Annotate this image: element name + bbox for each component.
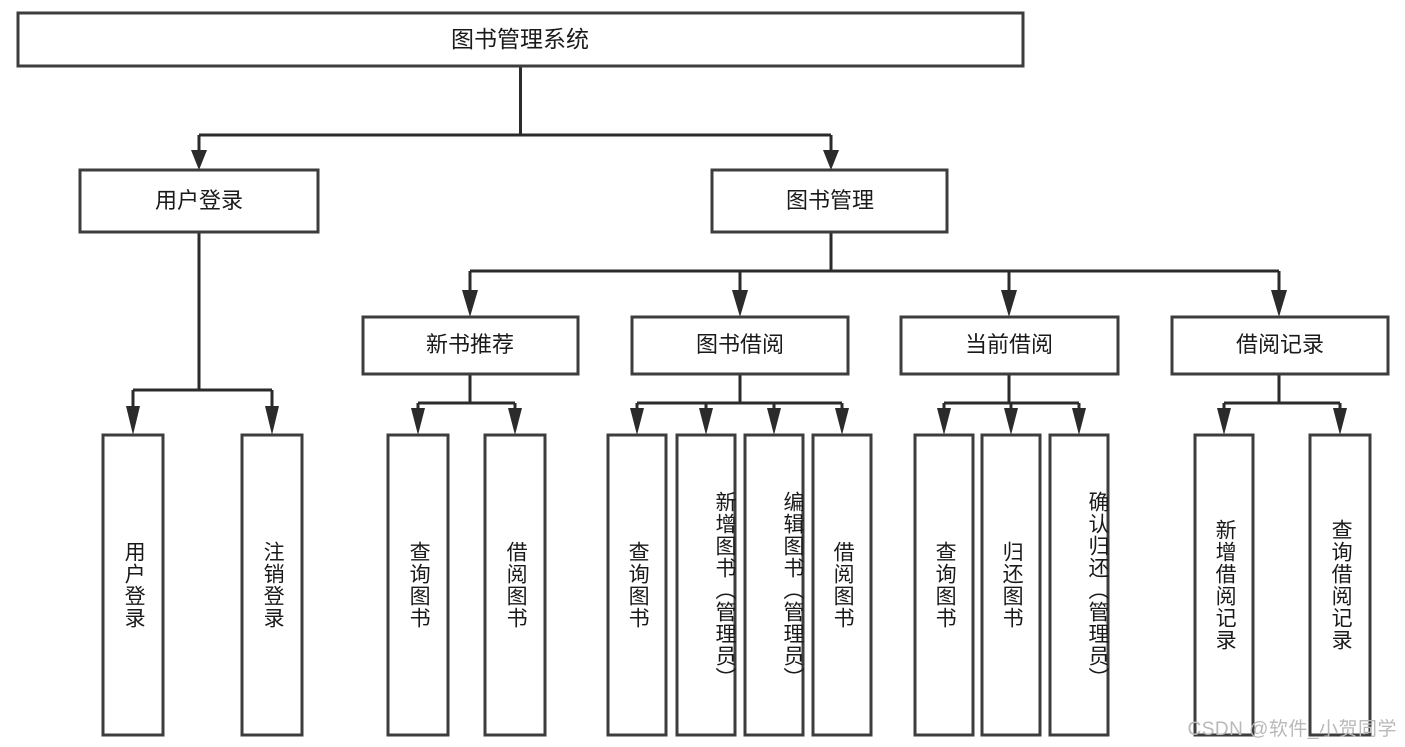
node-new-book-recommend[interactable]: 新书推荐 [361, 315, 580, 376]
arrow-head-to-book-mgmt [823, 150, 839, 170]
arrow-head-newbook-leaf1 [411, 408, 425, 435]
leaf-rect-confirm-return-admin[interactable] [1048, 433, 1110, 737]
csdn-watermark: CSDN @软件_小贺同学 [1187, 719, 1397, 740]
arrow-head-userlogin-leaf1 [126, 406, 140, 435]
node-current-borrow[interactable]: 当前借阅 [899, 315, 1120, 376]
arrow-head-borrow-leaf2 [699, 408, 713, 435]
leaf-rect-user-login[interactable] [101, 433, 165, 737]
node-new-book-recommend-rect[interactable] [361, 315, 580, 376]
node-book-management[interactable]: 图书管理 [710, 168, 949, 234]
node-borrow-record-label: 借阅记录 [1236, 332, 1324, 357]
node-root[interactable]: 图书管理系统 [16, 11, 1025, 68]
arrow-head-to-borrow [732, 290, 748, 317]
node-current-borrow-label: 当前借阅 [965, 332, 1053, 357]
node-book-management-label: 图书管理 [786, 188, 874, 213]
node-book-borrow-label: 图书借阅 [696, 332, 784, 357]
node-user-login-label: 用户登录 [155, 188, 243, 213]
arrow-head-borrow-leaf4 [835, 408, 849, 435]
arrow-head-to-record [1271, 290, 1287, 317]
leaf-rect-query-book-new[interactable] [386, 433, 450, 737]
node-user-login-rect[interactable] [78, 168, 320, 234]
connector-layer [126, 66, 1347, 435]
leaf-rect-borrow-book[interactable] [811, 433, 873, 737]
leaf-rect-return-book[interactable] [980, 433, 1042, 737]
node-borrow-record[interactable]: 借阅记录 [1170, 315, 1390, 376]
arrow-head-current-leaf2 [1004, 408, 1018, 435]
arrow-head-record-leaf2 [1333, 408, 1347, 435]
leaf-rect-query-borrow-record[interactable] [1308, 433, 1372, 737]
leaf-rect-query-book-current[interactable] [913, 433, 975, 737]
leaf-rect-borrow-book-new[interactable] [483, 433, 547, 737]
node-layer: 图书管理系统 用户登录 图书管理 新书推荐 图书借阅 当前 [16, 11, 1390, 737]
node-root-label: 图书管理系统 [451, 26, 589, 52]
leaf-rect-logout-login[interactable] [240, 433, 304, 737]
arrow-head-userlogin-leaf2 [265, 406, 279, 435]
node-book-borrow[interactable]: 图书借阅 [630, 315, 850, 376]
node-current-borrow-rect[interactable] [899, 315, 1120, 376]
node-new-book-recommend-label: 新书推荐 [426, 332, 514, 357]
arrow-head-record-leaf1 [1217, 408, 1231, 435]
arrow-head-newbook-leaf2 [508, 408, 522, 435]
arrow-head-current-leaf1 [937, 408, 951, 435]
node-book-management-rect[interactable] [710, 168, 949, 234]
node-borrow-record-rect[interactable] [1170, 315, 1390, 376]
arrow-head-to-user-login [191, 150, 207, 170]
leaf-rect-add-book-admin[interactable] [675, 433, 737, 737]
arrow-head-current-leaf3 [1072, 408, 1086, 435]
node-book-borrow-rect[interactable] [630, 315, 850, 376]
arrow-head-to-newbook [462, 290, 478, 317]
leaf-rect-query-book-borrow[interactable] [606, 433, 668, 737]
leaf-rect-edit-book-admin[interactable] [743, 433, 805, 737]
node-user-login[interactable]: 用户登录 [78, 168, 320, 234]
leaf-rect-add-borrow-record[interactable] [1193, 433, 1255, 737]
arrow-head-borrow-leaf1 [630, 408, 644, 435]
arrow-head-borrow-leaf3 [767, 408, 781, 435]
node-root-rect[interactable] [16, 11, 1025, 68]
arrow-head-to-current [1001, 290, 1017, 317]
